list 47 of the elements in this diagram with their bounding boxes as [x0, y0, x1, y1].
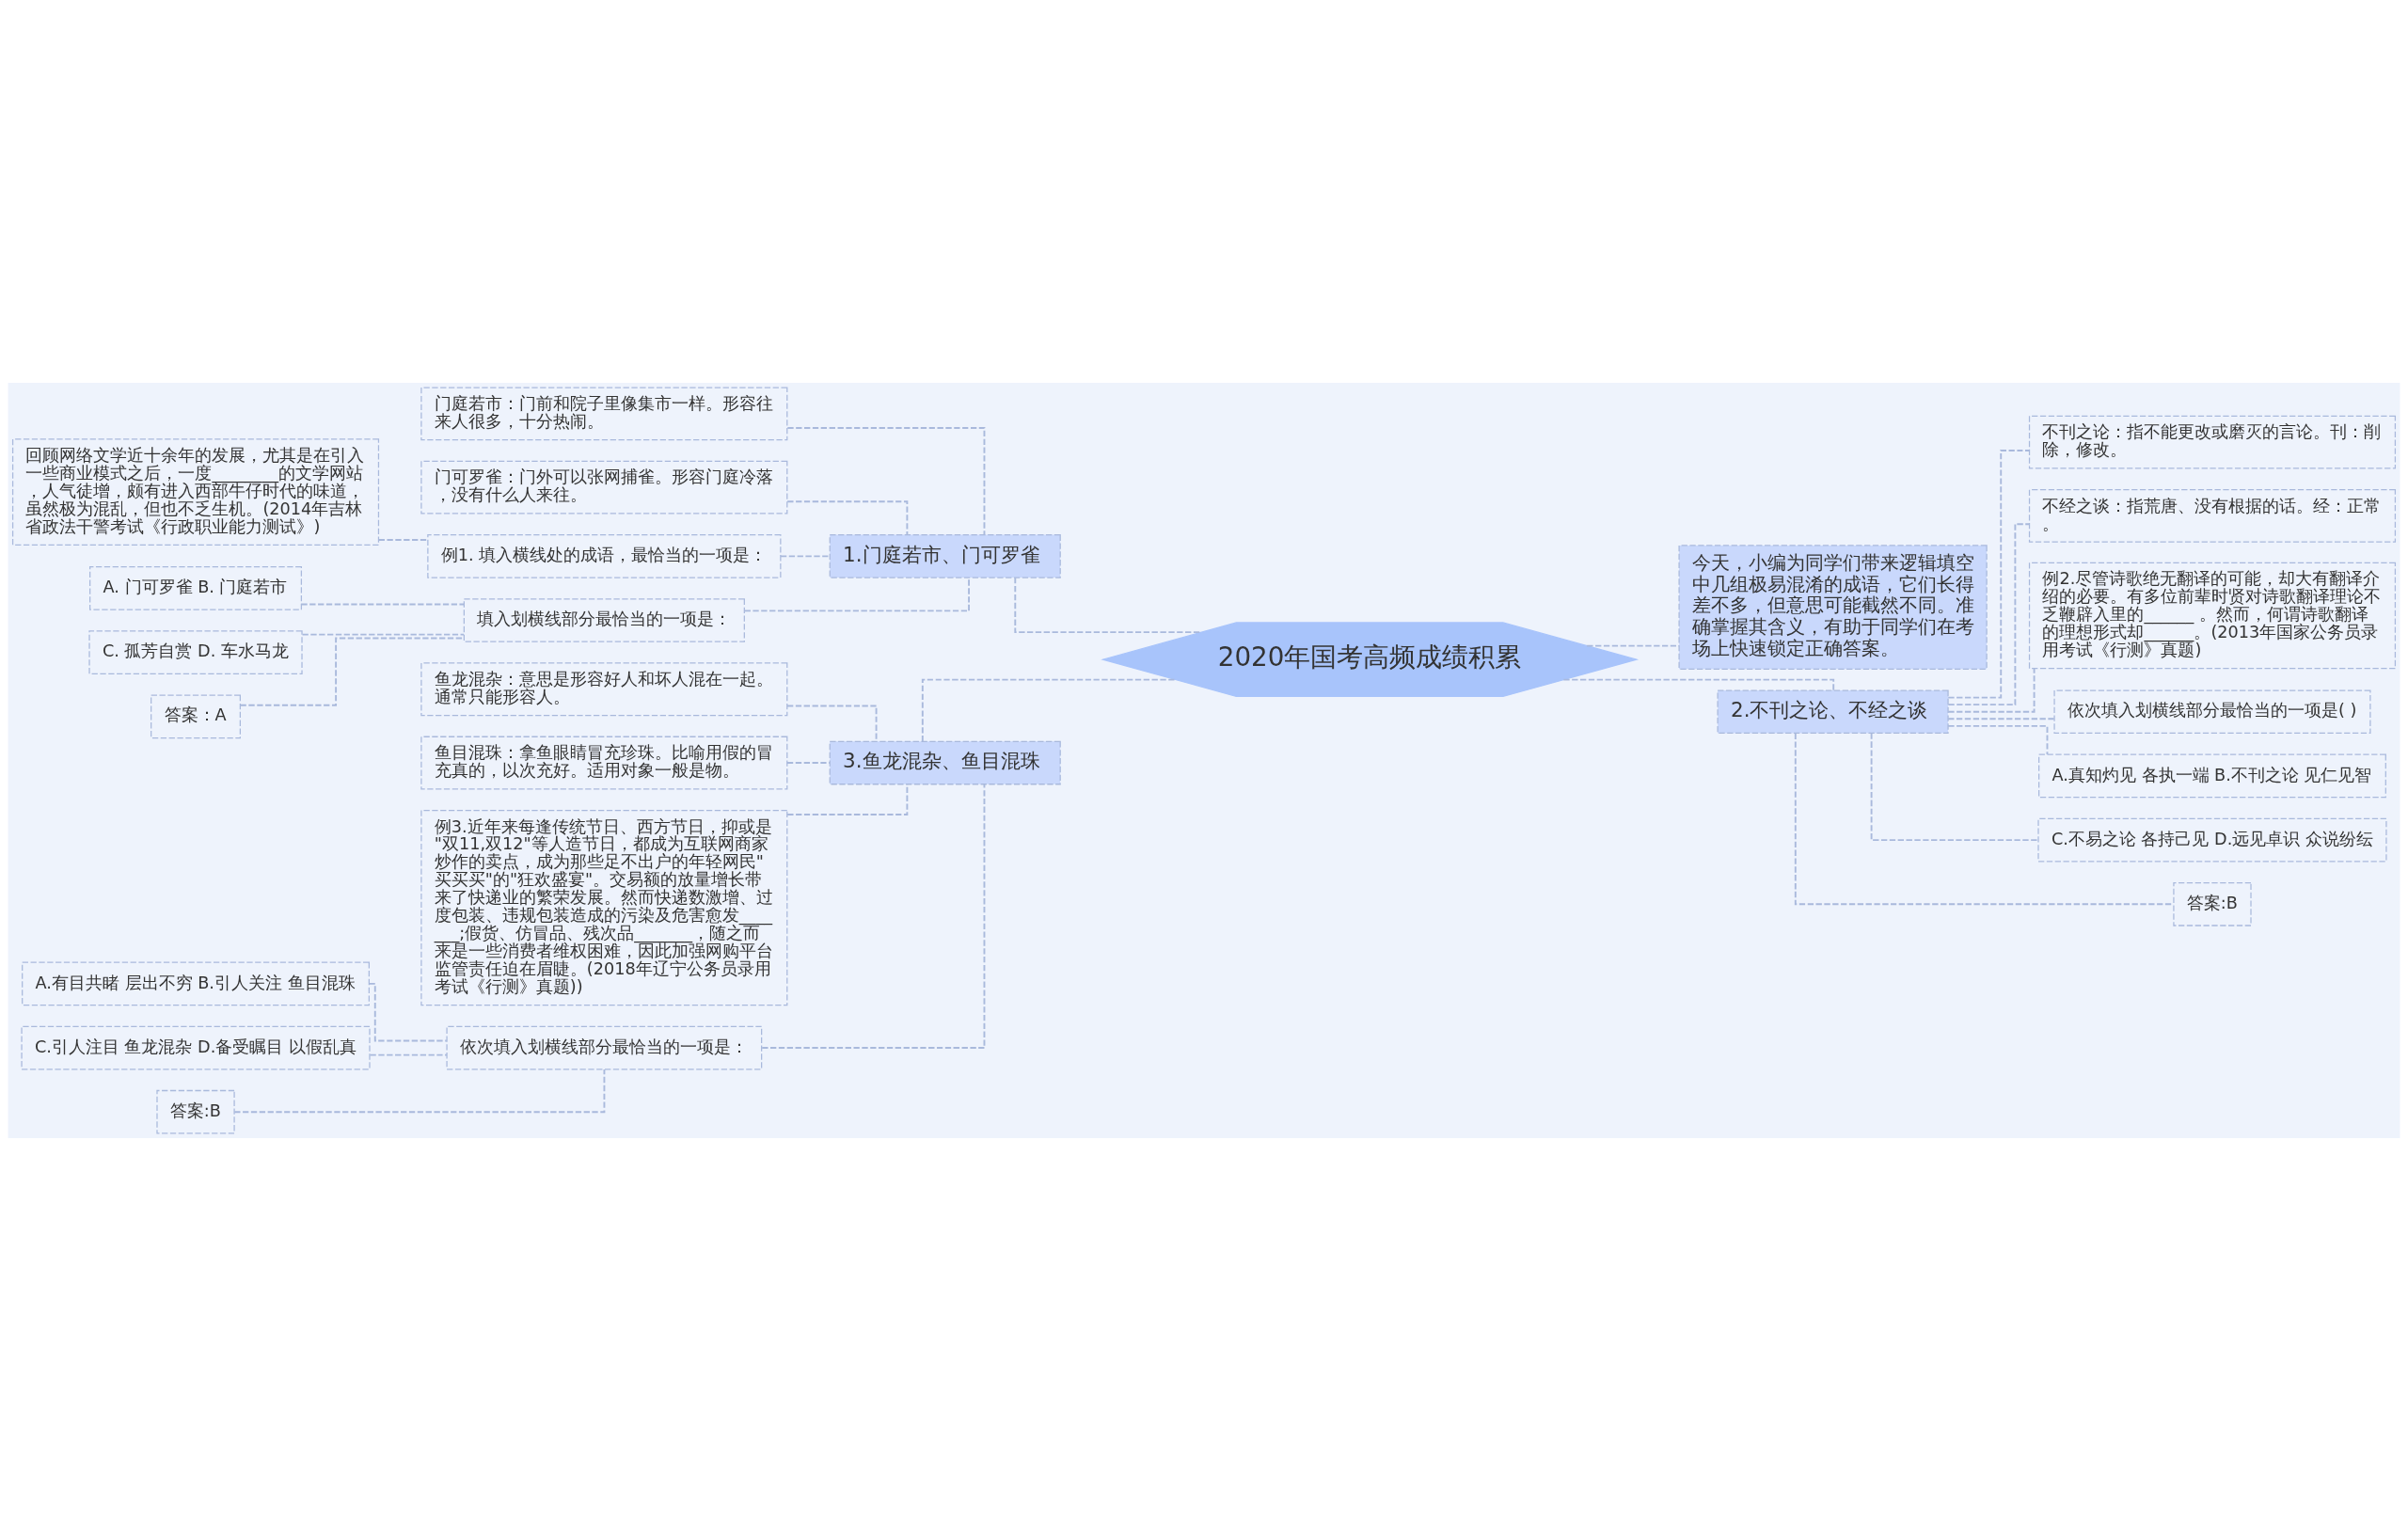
connector — [779, 554, 831, 557]
connector — [785, 761, 831, 764]
node-box: 2.不刊之论、不经之谈 — [1717, 689, 1949, 734]
connector — [921, 678, 1177, 742]
connector — [301, 633, 466, 636]
node-box: 3.鱼龙混杂、鱼目混珠 — [829, 740, 1061, 784]
node-box: A.真知灼见 各执一端 B.不刊之论 见仁见智 — [2038, 753, 2386, 798]
node-box: A.有目共睹 层出不穷 B.引人关注 鱼目混珠 — [22, 961, 370, 1005]
connector — [239, 637, 465, 706]
node-box: C.不易之论 各持己见 D.远见卓识 众说纷纭 — [2037, 817, 2387, 862]
node-box: 答案:B — [2173, 881, 2252, 926]
node-box: 例1. 填入横线处的成语，最恰当的一项是： — [427, 533, 782, 578]
node-box: 鱼龙混杂：意思是形容好人和坏人混在一起。通常只能形容人。 — [420, 661, 788, 716]
connector — [761, 783, 986, 1049]
connector — [1947, 717, 2055, 720]
connector — [368, 982, 448, 1041]
connector — [300, 603, 466, 605]
node-box: 门可罗雀：门外可以张网捕雀。形容门庭冷落，没有什么人来往。 — [420, 460, 788, 514]
node-box: 填入划横线部分最恰当的一项是： — [463, 597, 745, 642]
node-box: 依次填入划横线部分最恰当的一项是( ) — [2053, 689, 2371, 734]
node-box: 不刊之论：指不能更改或磨灭的言论。刊：削除，修改。 — [2028, 415, 2397, 469]
node-box: C. 孤芳自赏 D. 车水马龙 — [88, 629, 303, 674]
node-box: 依次填入划横线部分最恰当的一项是： — [446, 1025, 763, 1069]
node-box: 1.门庭若市、门可罗雀 — [829, 533, 1061, 578]
connector — [786, 499, 909, 535]
connector — [377, 538, 429, 541]
connector — [786, 426, 986, 535]
connector — [369, 1053, 448, 1056]
node-box: A. 门可罗雀 B. 门庭若市 — [89, 565, 303, 610]
node-box: 例3.近年来每逢传统节日、西方节日，抑或是"双11,双12"等人造节日，都成为互联网商家炒作的卖点，成为那些足不出户的年轻网民"买买买"的"狂欢盛宴"。交易额的放量增长带来了快递业的繁荣发展。然而快递数激增、过度包装、违规包装造成的污染及危害愈发_______;假货、仿冒品、残次品_______，随之而来是一些消费者维权困难，因此加强网购平台监管责任迫在眉睫。(2018年辽宁公务员录用考试《行测》真题)) — [420, 809, 788, 1005]
connector — [233, 1068, 606, 1113]
node-box: 门庭若市：门前和院子里像集市一样。形容往来人很多，十分热闹。 — [420, 386, 788, 440]
node-box: C.引人注目 鱼龙混杂 D.备受瞩目 以假乱真 — [21, 1025, 371, 1069]
connector — [1586, 644, 1680, 647]
connector — [1870, 732, 2039, 841]
connector — [1947, 667, 2036, 713]
connector — [1947, 522, 2031, 705]
node-box: 鱼目混珠：拿鱼眼睛冒充珍珠。比喻用假的冒充真的，以次充好。适用对象一般是物。 — [420, 736, 788, 789]
connector — [1947, 724, 2049, 755]
node-box: 答案:B — [156, 1089, 235, 1134]
connector — [1562, 678, 1835, 691]
node-box: 今天，小编为同学们带来逻辑填空中几组极易混淆的成语，它们长得差不多，但意思可能截然不同。准确掌握其含义，有助于同学们在考场上快速锁定正确答案。 — [1678, 544, 1988, 670]
node-box: 不经之谈：指荒唐、没有根据的话。经：正常。 — [2028, 488, 2397, 543]
connector — [785, 705, 878, 742]
node-box: 答案：A — [150, 693, 241, 738]
node-box: 例2.尽管诗歌绝无翻译的可能，却大有翻译介绍的必要。有多位前辈时贤对诗歌翻译理论不乏鞭辟入里的______ 。然而，何谓诗歌翻译的理想形式却______。(2013年国家公务员录用考试《行测》真题) — [2028, 562, 2397, 669]
node-box: 回顾网络文学近十余年的发展，尤其是在引入一些商业模式之后，一度________的文学网站，人气徒增，颇有进入西部牛仔时代的味道，虽然极为混乱，但也不乏生机。(2014年吉林省政法干警考试《行政职业能力测试》) — [11, 437, 380, 546]
